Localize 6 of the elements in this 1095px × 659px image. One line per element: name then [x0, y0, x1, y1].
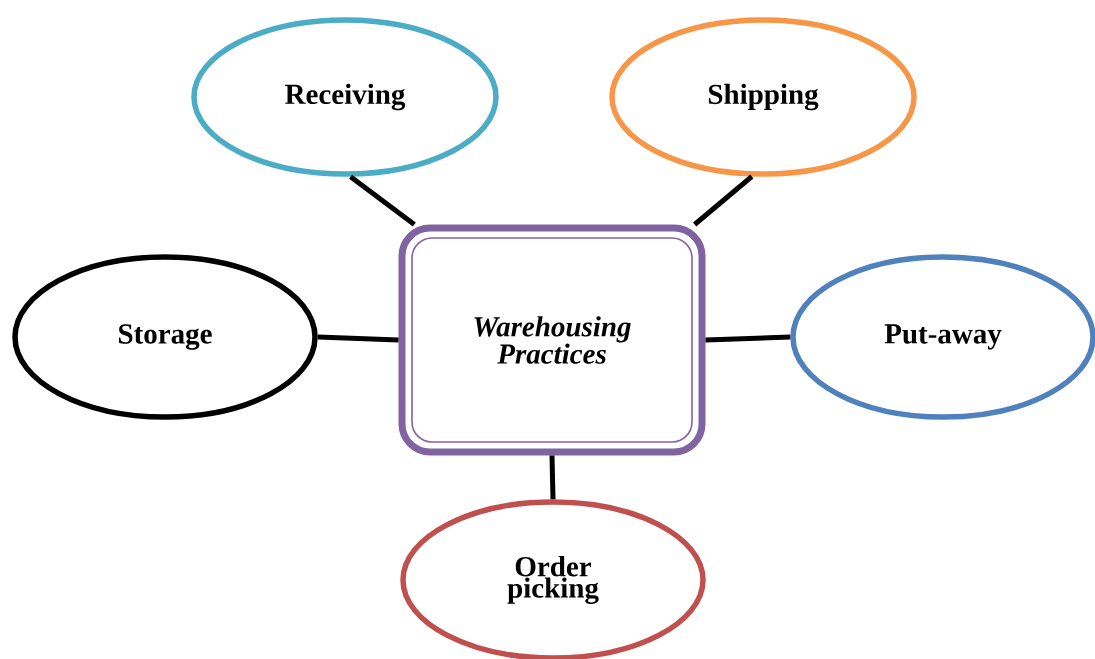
connector-line: [349, 174, 416, 227]
connector-line: [317, 334, 399, 343]
connector-line: [693, 174, 754, 227]
connector-line: [705, 334, 791, 343]
connector-line: [549, 455, 556, 500]
topic-box: Warehousing Practices: [398, 224, 706, 456]
